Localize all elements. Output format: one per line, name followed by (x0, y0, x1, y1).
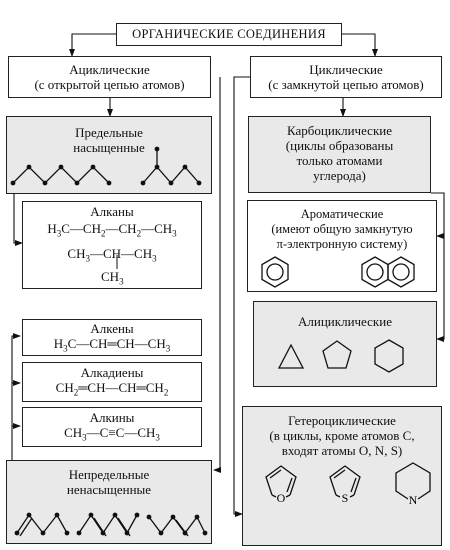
aromatic-desc-2: π-электронную систему) (276, 237, 408, 251)
alkene-chain-icon (14, 512, 70, 537)
alkanes-title: Алканы (90, 204, 134, 219)
branch-bond-line (116, 255, 118, 269)
heterocyclic-box: Гетероциклические (в циклы, кроме атомов… (242, 406, 442, 546)
piperidine-icon: N (395, 462, 431, 507)
page-title: ОРГАНИЧЕСКИЕ СОЕДИНЕНИЯ (132, 27, 326, 41)
branched-chain-icon (140, 146, 202, 186)
alkanes-formula-methyl: CH3 (101, 269, 124, 287)
unsaturated-subtitle: ненасыщенные (66, 482, 152, 497)
unsaturated-title: Непредельные (68, 467, 150, 482)
heterocyclic-title: Гетероциклические (288, 413, 396, 428)
saturated-subtitle: насыщенные (73, 140, 145, 155)
carbocyclic-desc-1: (циклы образованы (285, 138, 394, 153)
cyclopentane-icon (322, 340, 352, 369)
acyclic-title: Ациклические (69, 62, 150, 77)
acyclic-box: Ациклические (с открытой цепью атомов) (8, 56, 211, 98)
cyclohexane-icon (374, 339, 404, 373)
benzene-icon (261, 256, 289, 288)
cyclic-title: Циклические (309, 62, 383, 77)
cyclic-box: Циклические (с замкнутой цепью атомов) (250, 56, 442, 98)
alkanes-formula-branch: CH3—CH—CH3 (67, 245, 157, 264)
alkenes-formula: H3C—CH═CH—CH3 (53, 336, 171, 354)
aromatic-desc-1: (имеют общую замкнутую (271, 222, 413, 236)
piperidine-nitrogen-label: N (409, 493, 418, 507)
alkynes-box: Алкины CH3—C≡C—CH3 (22, 407, 202, 447)
saturated-title: Предельные (75, 125, 143, 140)
furan-icon: O (265, 465, 297, 505)
unsaturated-box: Непредельные ненасыщенные (6, 460, 212, 544)
acyclic-subtitle: (с открытой цепью атомов) (34, 77, 185, 92)
carbocyclic-desc-3: углерода) (313, 168, 366, 183)
aromatic-title: Ароматические (300, 207, 384, 221)
carbocyclic-box: Карбоциклические (циклы образованы тольк… (248, 116, 431, 193)
cyclic-subtitle: (с замкнутой цепью атомов) (268, 77, 424, 92)
alkynes-title: Алкины (89, 410, 135, 425)
thiophene-sulfur-label: S (342, 491, 349, 505)
heterocyclic-desc-2: входят атомы O, N, S) (281, 443, 403, 458)
cyclopropane-icon (277, 343, 305, 369)
carbocyclic-title: Карбоциклические (286, 123, 392, 138)
alicyclic-title: Алициклические (298, 314, 392, 329)
zigzag-chain-icon (10, 164, 112, 186)
alkenes-title: Алкены (90, 321, 134, 336)
title-box: ОРГАНИЧЕСКИЕ СОЕДИНЕНИЯ (116, 23, 342, 46)
naphthalene-icon (361, 256, 415, 288)
furan-oxygen-label: O (277, 491, 286, 505)
heterocyclic-desc-1: (в циклы, кроме атомов С, (269, 428, 415, 443)
alkadienes-box: Алкадиены CH2═CH—CH═CH2 (22, 362, 202, 402)
alkanes-box: Алканы H3C—CH2—CH2—CH3 CH3—CH—CH3 CH3 (22, 201, 202, 289)
saturated-box: Предельные насыщенные (6, 116, 212, 194)
alkenes-box: Алкены H3C—CH═CH—CH3 (22, 319, 202, 356)
alkynes-formula: CH3—C≡C—CH3 (64, 425, 160, 443)
aromatic-box: Ароматические (имеют общую замкнутую π-э… (247, 200, 437, 292)
alkanes-formula-main: H3C—CH2—CH2—CH3 (47, 221, 177, 239)
alkyne-chain-icon (146, 514, 208, 537)
alicyclic-box: Алициклические (253, 301, 437, 387)
carbocyclic-desc-2: только атомами (296, 153, 383, 168)
alkadienes-formula: CH2═CH—CH═CH2 (55, 380, 169, 398)
thiophene-icon: S (329, 465, 361, 505)
diene-chain-icon (76, 512, 140, 537)
alkadienes-title: Алкадиены (80, 365, 144, 380)
